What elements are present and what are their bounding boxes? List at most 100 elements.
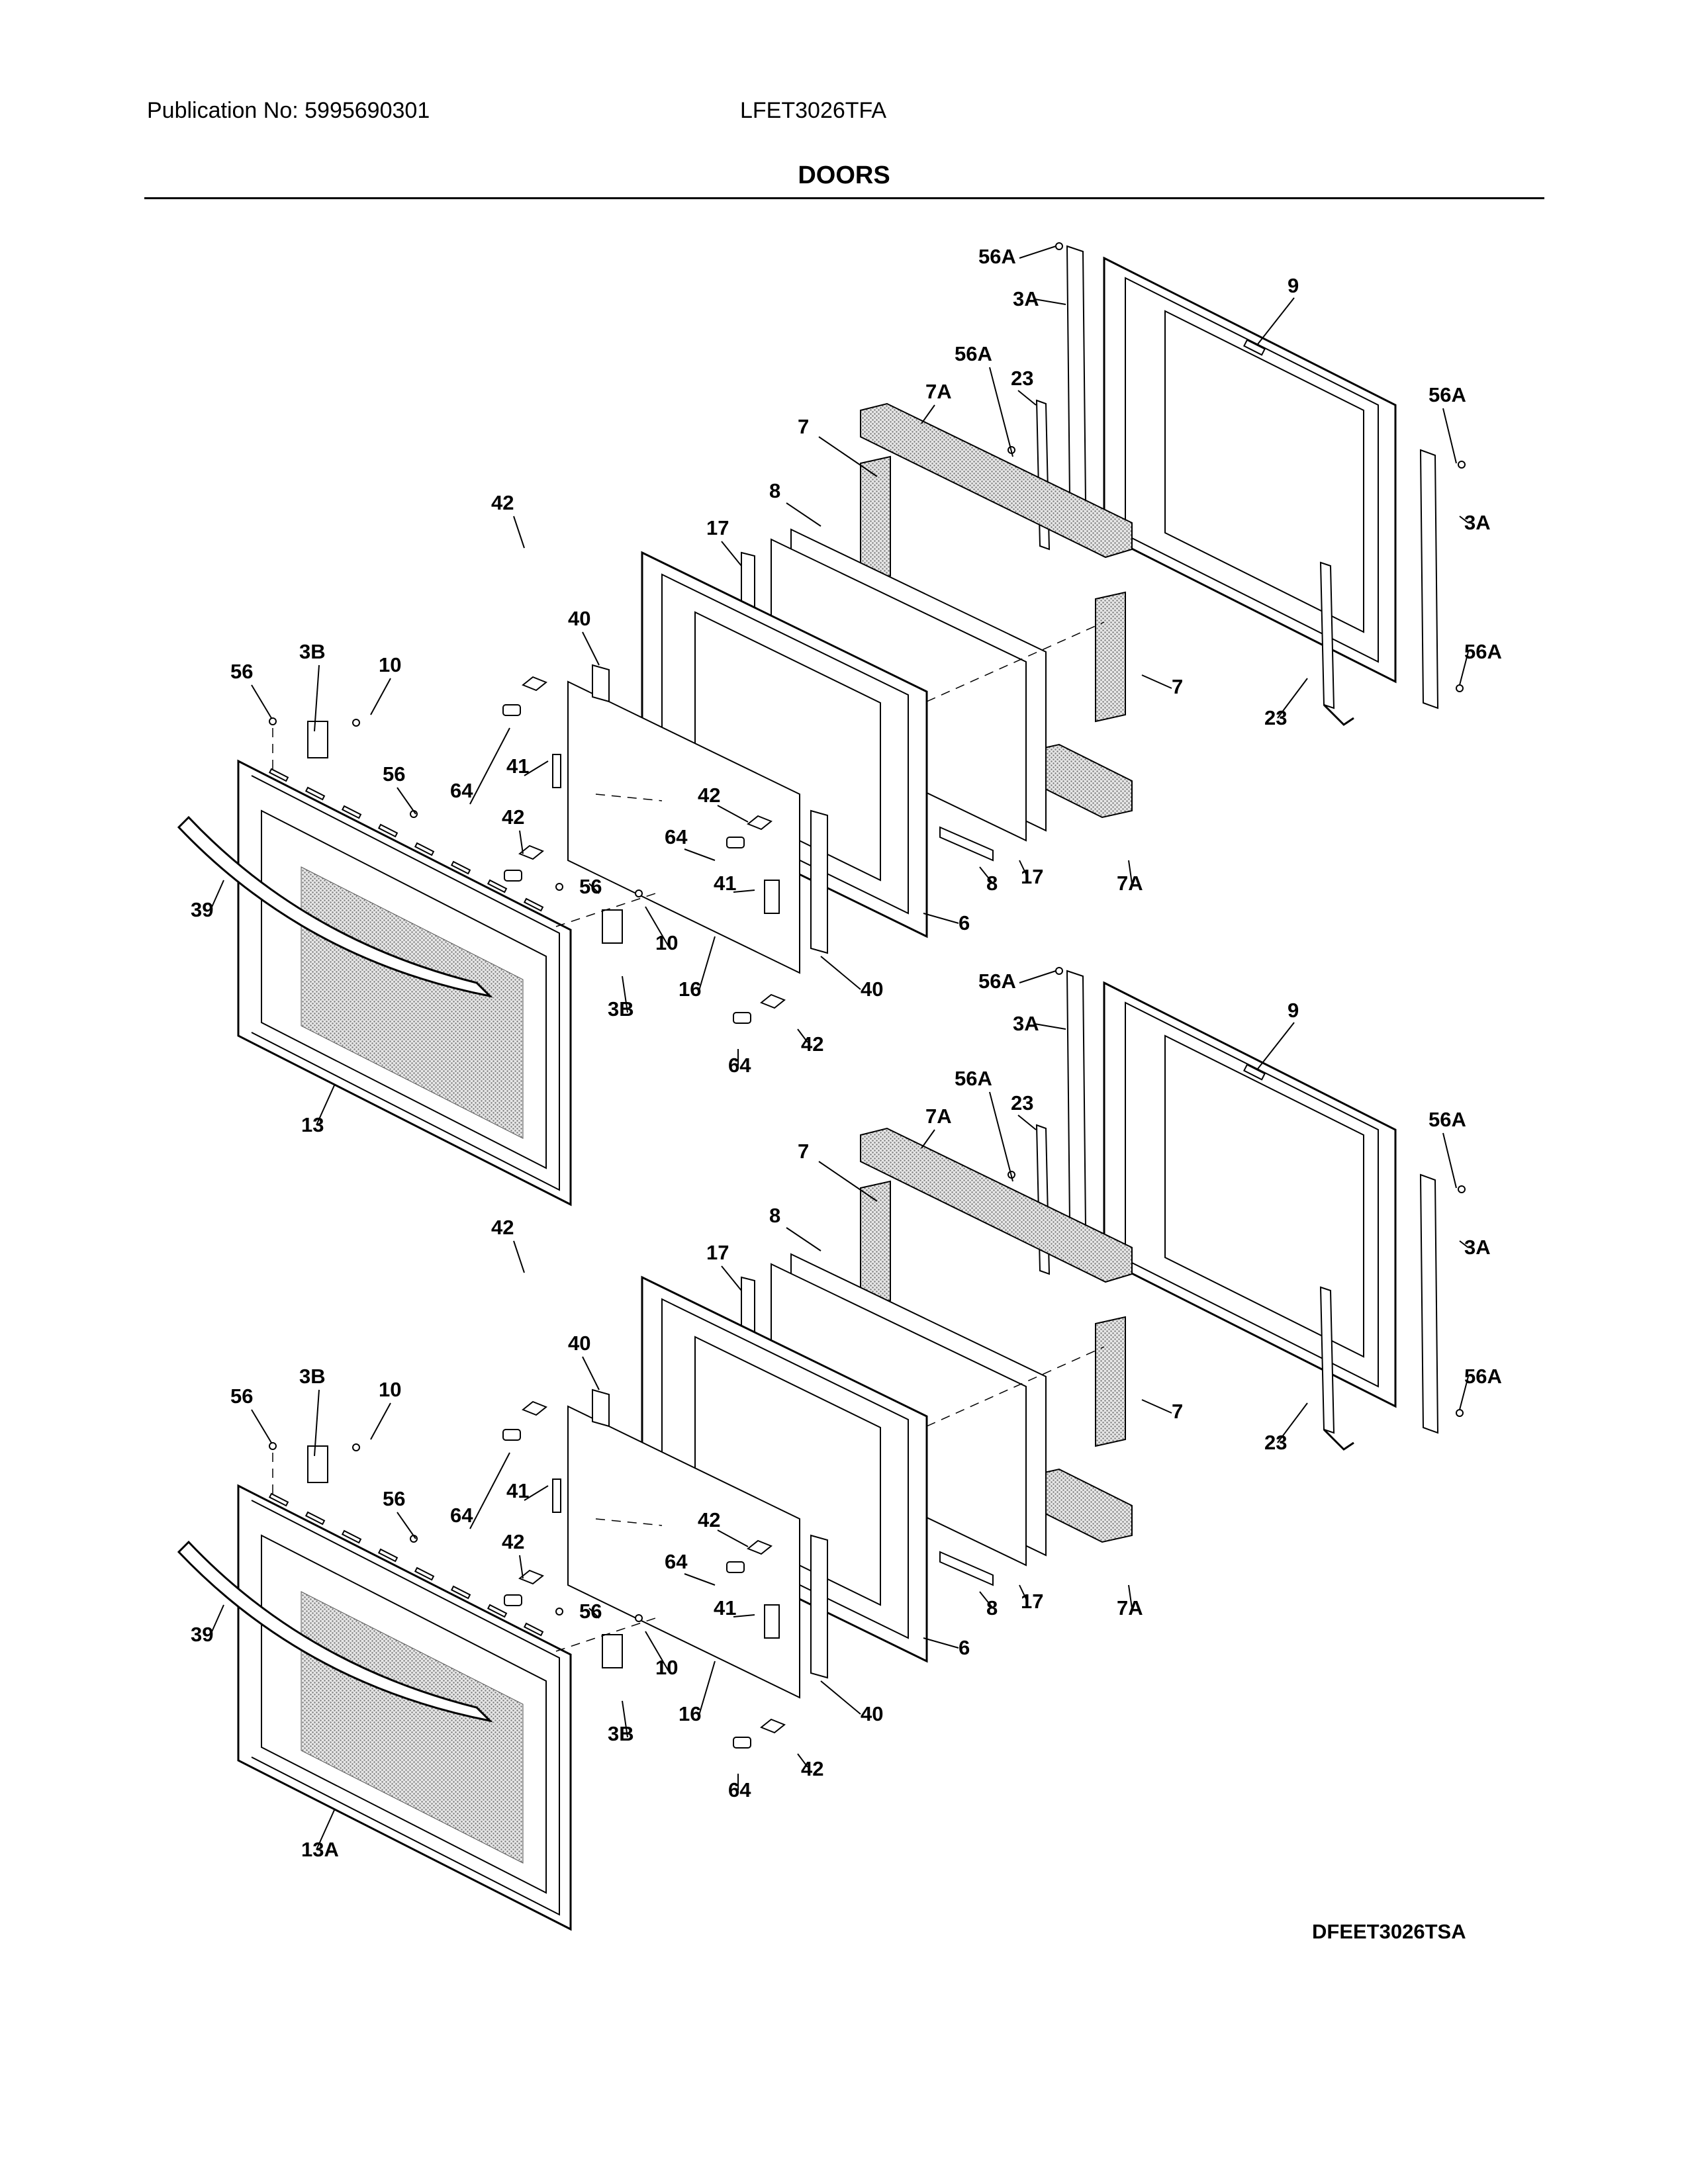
part-label-56a: 56A bbox=[955, 342, 992, 365]
leader-36 bbox=[1277, 678, 1308, 719]
insulation-side-right bbox=[1095, 591, 1126, 723]
leader-6 bbox=[921, 1129, 935, 1149]
leader-32 bbox=[1019, 860, 1028, 878]
part-label-56a: 56A bbox=[1464, 1365, 1502, 1388]
publication-number: Publication No: 5995690301 bbox=[147, 98, 430, 123]
screw-9 bbox=[635, 1614, 643, 1622]
retainer-right bbox=[810, 1534, 828, 1679]
part-label-3b: 3B bbox=[299, 640, 326, 663]
retainer-right bbox=[810, 809, 828, 954]
pad-1 bbox=[502, 704, 521, 716]
vent-slot-3 bbox=[341, 1529, 362, 1544]
part-label-3a: 3A bbox=[1464, 1236, 1491, 1259]
leader-1 bbox=[1019, 970, 1056, 983]
part-label-56: 56 bbox=[383, 762, 405, 786]
liner-inner-edge bbox=[1125, 1001, 1379, 1388]
vent-slot-8 bbox=[523, 1622, 544, 1637]
part-label-3b: 3B bbox=[608, 997, 634, 1021]
spacer-41-left bbox=[552, 1479, 561, 1513]
leader-16 bbox=[370, 1402, 391, 1440]
part-label-64: 64 bbox=[450, 1504, 473, 1527]
part-label-56: 56 bbox=[230, 660, 253, 683]
leader-22 bbox=[717, 1529, 749, 1547]
part-label-56a: 56A bbox=[1429, 383, 1466, 406]
leader-7 bbox=[1442, 408, 1457, 464]
leader-10 bbox=[786, 502, 821, 527]
part-label-23: 23 bbox=[1011, 367, 1033, 390]
leader-21 bbox=[684, 1573, 716, 1586]
leader-23 bbox=[588, 1608, 600, 1619]
part-label-8: 8 bbox=[769, 1204, 780, 1227]
pad-2 bbox=[504, 1594, 522, 1606]
part-label-9: 9 bbox=[1288, 274, 1299, 297]
insulation-side-left bbox=[860, 455, 891, 584]
vent-slot-7 bbox=[487, 879, 508, 893]
part-label-17: 17 bbox=[706, 1241, 729, 1264]
screw-4 bbox=[1458, 1185, 1466, 1193]
latch-slot bbox=[1243, 1064, 1266, 1081]
part-label-40: 40 bbox=[568, 607, 590, 630]
part-label-56a: 56A bbox=[955, 1067, 992, 1090]
part-label-3b: 3B bbox=[299, 1365, 326, 1388]
leader-3 bbox=[1257, 297, 1295, 345]
liner-inner-edge bbox=[1125, 277, 1379, 663]
leader-14 bbox=[251, 1409, 272, 1443]
front-window-screen bbox=[301, 866, 524, 1139]
frame-bottom-rail bbox=[939, 826, 994, 862]
part-label-41: 41 bbox=[714, 872, 736, 895]
part-label-7a: 7A bbox=[925, 1105, 952, 1128]
screw-8 bbox=[555, 1608, 563, 1615]
front-window-frame bbox=[261, 809, 547, 1169]
vent-slot-5 bbox=[414, 842, 435, 856]
part-label-56: 56 bbox=[383, 1487, 405, 1510]
insulation-side-left bbox=[860, 1180, 891, 1308]
front-panel-edge bbox=[251, 1500, 560, 1916]
leader-26 bbox=[733, 889, 755, 893]
side-channel-left bbox=[1066, 245, 1087, 504]
spacer-41-left bbox=[552, 754, 561, 788]
leader-27 bbox=[698, 1661, 716, 1718]
leader-6 bbox=[921, 404, 935, 424]
part-label-64: 64 bbox=[728, 1778, 751, 1801]
part-label-41: 41 bbox=[506, 1479, 529, 1502]
leader-36 bbox=[1277, 1402, 1308, 1443]
insulation-side-right bbox=[1095, 1316, 1126, 1447]
leader-39 bbox=[316, 1809, 335, 1850]
part-label-41: 41 bbox=[506, 754, 529, 778]
part-label-7a: 7A bbox=[925, 380, 952, 403]
liner-window-opening bbox=[1164, 310, 1364, 633]
part-label-6: 6 bbox=[959, 911, 970, 934]
leader-7 bbox=[1442, 1132, 1457, 1189]
part-label-8: 8 bbox=[986, 1596, 998, 1619]
frame-window bbox=[694, 1336, 881, 1606]
inner-glass bbox=[567, 680, 800, 974]
part-label-7: 7 bbox=[798, 1140, 809, 1163]
part-label-56a: 56A bbox=[1464, 640, 1502, 663]
part-label-42: 42 bbox=[801, 1032, 823, 1056]
front-panel-edge bbox=[251, 775, 560, 1191]
leader-18 bbox=[469, 727, 510, 805]
front-window-screen bbox=[301, 1591, 524, 1864]
leader-20 bbox=[519, 830, 524, 854]
part-label-17: 17 bbox=[706, 516, 729, 539]
vent-slot-8 bbox=[523, 897, 544, 912]
leader-37 bbox=[797, 1028, 808, 1043]
vent-slot-7 bbox=[487, 1604, 508, 1618]
leader-30 bbox=[923, 1637, 959, 1649]
vent-slot-3 bbox=[341, 805, 362, 819]
part-label-17: 17 bbox=[1021, 1590, 1043, 1613]
clip-4 bbox=[760, 993, 786, 1009]
part-label-40: 40 bbox=[861, 1702, 883, 1725]
section-title: DOORS bbox=[798, 161, 890, 189]
leader-25 bbox=[210, 1604, 224, 1635]
part-label-8: 8 bbox=[769, 479, 780, 502]
leader-19 bbox=[524, 1485, 549, 1501]
part-label-56a: 56A bbox=[978, 970, 1016, 993]
frame-inner-edge bbox=[661, 1298, 909, 1639]
part-label-7a: 7A bbox=[1117, 872, 1143, 895]
vent-slot-5 bbox=[414, 1567, 435, 1581]
clip-2 bbox=[518, 1569, 544, 1585]
vent-slot-1 bbox=[268, 1492, 289, 1507]
leader-19 bbox=[524, 760, 549, 776]
